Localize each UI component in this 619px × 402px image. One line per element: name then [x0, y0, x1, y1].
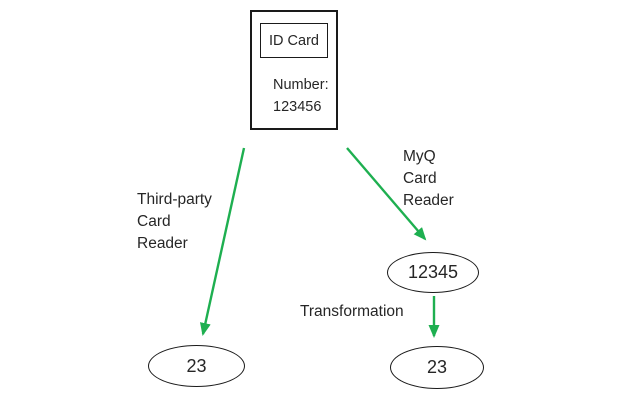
myq-result-value: 12345: [407, 262, 459, 282]
third-party-result-value: 23: [186, 355, 207, 376]
id-card-number-block: Number: 123456: [273, 74, 329, 118]
third-party-reader-label-line2: Card: [137, 213, 171, 230]
id-card-number-label: Number:: [273, 77, 329, 93]
id-card-node: ID Card Number: 123456: [250, 10, 338, 130]
transformed-result-value: 23: [426, 357, 448, 377]
third-party-result-node: 23: [148, 345, 245, 387]
transformed-result-node: 23: [390, 346, 484, 389]
third-party-reader-label-line1: Third-party: [137, 191, 212, 208]
id-card-title-box: ID Card: [260, 23, 328, 58]
myq-reader-label-line3: Reader: [403, 192, 454, 209]
myq-reader-label: MyQ Card Reader: [403, 146, 454, 212]
third-party-reader-label-line3: Reader: [137, 235, 188, 252]
id-card-title: ID Card: [269, 32, 319, 49]
myq-reader-label-line1: MyQ: [403, 148, 436, 165]
third-party-reader-label: Third-party Card Reader: [137, 189, 212, 255]
id-card-number-value: 123456: [273, 99, 322, 115]
transformation-label: Transformation: [300, 303, 404, 320]
myq-reader-label-line2: Card: [403, 170, 437, 187]
myq-result-node: 12345: [387, 252, 479, 293]
